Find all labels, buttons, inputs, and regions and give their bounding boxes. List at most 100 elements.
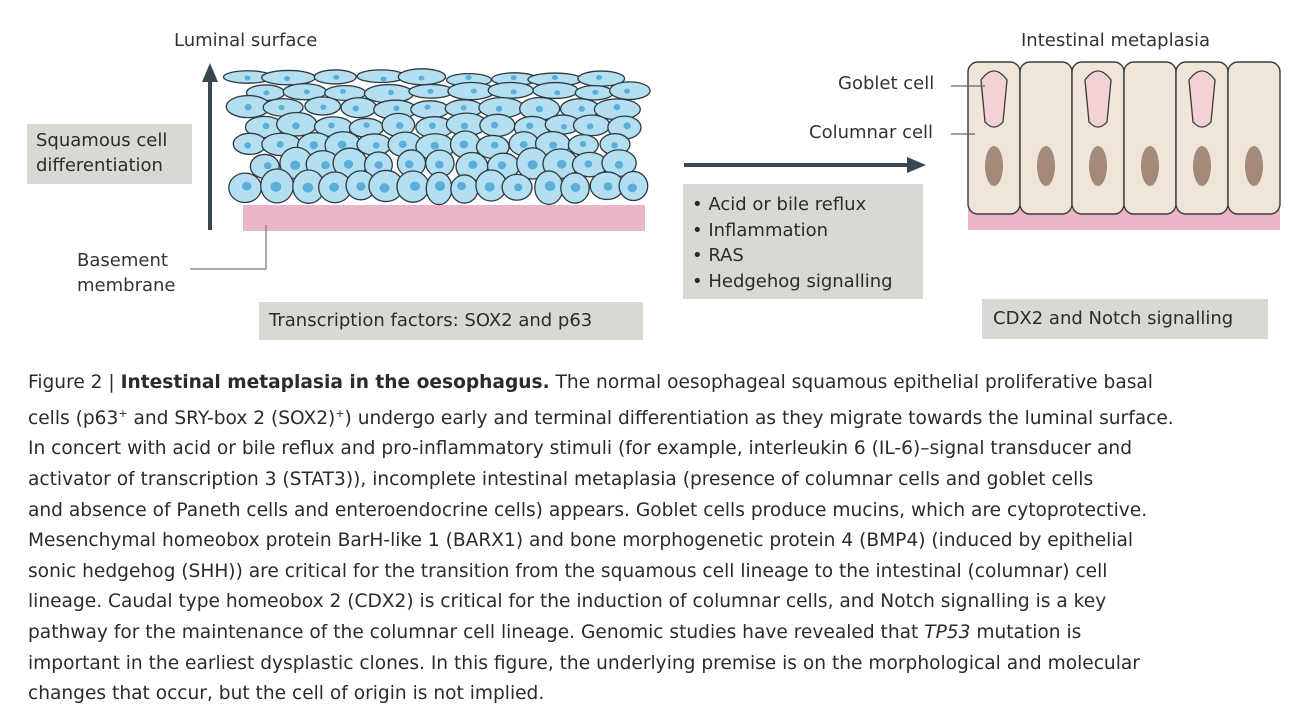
basement-line-2: membrane — [77, 275, 176, 296]
squamous-cell — [410, 100, 450, 119]
cell-nucleus — [309, 141, 318, 150]
cell-nucleus — [535, 105, 543, 113]
cell-nucleus — [241, 181, 252, 191]
basement-membrane-band — [243, 205, 645, 231]
cell-nucleus — [465, 74, 472, 80]
stimulus-item: • RAS — [692, 245, 744, 266]
cell-nucleus — [356, 182, 366, 191]
cell-nucleus — [519, 141, 528, 149]
cell-nucleus — [380, 76, 387, 82]
cell-nucleus — [468, 160, 478, 169]
cell-nucleus — [490, 141, 499, 149]
cell-nucleus — [554, 90, 561, 96]
caption-line: Mesenchymal homeobox protein BarH-like 1… — [28, 530, 1134, 552]
squamous-line-1: Squamous cell — [36, 130, 168, 151]
cell-nucleus — [244, 75, 251, 81]
cell-nucleus — [510, 75, 517, 81]
cell-nucleus — [527, 160, 538, 170]
basement-leader-line — [190, 225, 267, 270]
goblet-cell-label: Goblet cell — [838, 73, 935, 94]
cell-nucleus — [244, 142, 251, 149]
cell-nucleus — [490, 121, 499, 129]
cell-nucleus — [303, 89, 310, 95]
cell-nucleus — [470, 88, 477, 94]
cell-nucleus — [278, 104, 285, 111]
squamous-cell — [532, 81, 579, 100]
cell-nucleus — [398, 140, 407, 149]
cell-nucleus — [427, 88, 434, 94]
cell-nucleus — [429, 122, 436, 129]
gene-name: TP53 — [924, 621, 971, 643]
cell-nucleus — [284, 76, 291, 82]
columnar-cell — [1019, 61, 1073, 215]
cdx2-notch-box: CDX2 and Notch signalling — [982, 299, 1268, 339]
cell-nucleus — [613, 104, 621, 111]
cell-nucleus — [372, 142, 380, 149]
cell-nucleus — [460, 122, 469, 130]
cell-nucleus — [510, 89, 517, 95]
stimulus-item: • Hedgehog signalling — [692, 270, 893, 292]
cell-nucleus — [624, 88, 631, 94]
cell-nucleus — [514, 183, 523, 192]
goblet-cell-vesicle — [980, 70, 1008, 128]
cell-nucleus — [592, 89, 599, 95]
columnar-nucleus — [1193, 146, 1211, 186]
squamous-differentiation-box: Squamous cell differentiation — [27, 124, 192, 184]
cell-nucleus — [614, 160, 624, 169]
figure-caption: Figure 2 | Intestinal metaplasia in the … — [28, 368, 1278, 710]
cell-nucleus — [484, 182, 495, 192]
cell-nucleus — [337, 140, 347, 149]
squamous-epithelium — [222, 68, 651, 206]
cell-nucleus — [623, 122, 631, 130]
cell-nucleus — [526, 122, 534, 130]
columnar-nucleus — [1245, 146, 1263, 186]
cell-nucleus — [570, 183, 581, 193]
cell-nucleus — [556, 159, 567, 169]
cell-nucleus — [329, 182, 339, 192]
transition-arrow-head — [907, 157, 926, 173]
columnar-nucleus — [985, 146, 1003, 186]
cell-nucleus — [363, 122, 370, 128]
columnar-nucleus — [1141, 146, 1159, 186]
basement-line-1: Basement — [77, 250, 168, 271]
cell-nucleus — [409, 181, 420, 191]
stimulus-item: • Acid or bile reflux — [692, 194, 867, 215]
cell-nucleus — [418, 75, 425, 81]
metaplasia-basement-band — [968, 206, 1280, 230]
squamous-cell — [487, 81, 535, 99]
columnar-cell — [1123, 61, 1177, 215]
cell-nucleus — [627, 183, 637, 193]
cell-nucleus — [320, 104, 327, 110]
stimuli-box: • Acid or bile reflux • Inflammation • R… — [683, 184, 923, 299]
cell-nucleus — [339, 89, 346, 95]
caption-line: and absence of Paneth cells and enteroen… — [28, 499, 1148, 521]
caption-line: activator of transcription 3 (STAT3)), i… — [28, 468, 1094, 490]
squamous-line-2: differentiation — [36, 155, 163, 176]
cell-nucleus — [584, 160, 593, 168]
cell-nucleus — [396, 122, 404, 130]
caption-line: lineage. Caudal type homeobox 2 (CDX2) i… — [28, 591, 1107, 613]
cell-nucleus — [321, 161, 330, 170]
cell-nucleus — [263, 162, 272, 170]
cell-nucleus — [352, 105, 359, 112]
cell-nucleus — [586, 123, 594, 130]
columnar-nucleus — [1037, 146, 1055, 186]
caption-line: sonic hedgehog (SHH)) are critical for t… — [28, 560, 1108, 582]
transcription-factors-box: Transcription factors: SOX2 and p63 — [259, 302, 643, 340]
stimulus-item: • Inflammation — [692, 219, 829, 241]
figure-title: Intestinal metaplasia in the oesophagus. — [120, 372, 550, 393]
cell-nucleus — [333, 74, 340, 80]
goblet-cell-vesicle — [1188, 70, 1216, 128]
differentiation-arrow-head — [202, 63, 218, 82]
columnar-epithelium — [967, 61, 1281, 215]
cell-nucleus — [578, 105, 585, 112]
cell-nucleus — [374, 161, 383, 169]
cell-nucleus — [579, 140, 587, 148]
cell-nucleus — [276, 140, 284, 148]
intestinal-metaplasia-label: Intestinal metaplasia — [1021, 30, 1211, 51]
caption-line: In concert with acid or bile reflux and … — [28, 438, 1132, 460]
cell-nucleus — [460, 105, 467, 111]
cell-nucleus — [435, 160, 444, 169]
cell-nucleus — [424, 104, 431, 110]
columnar-nucleus — [1089, 146, 1107, 186]
